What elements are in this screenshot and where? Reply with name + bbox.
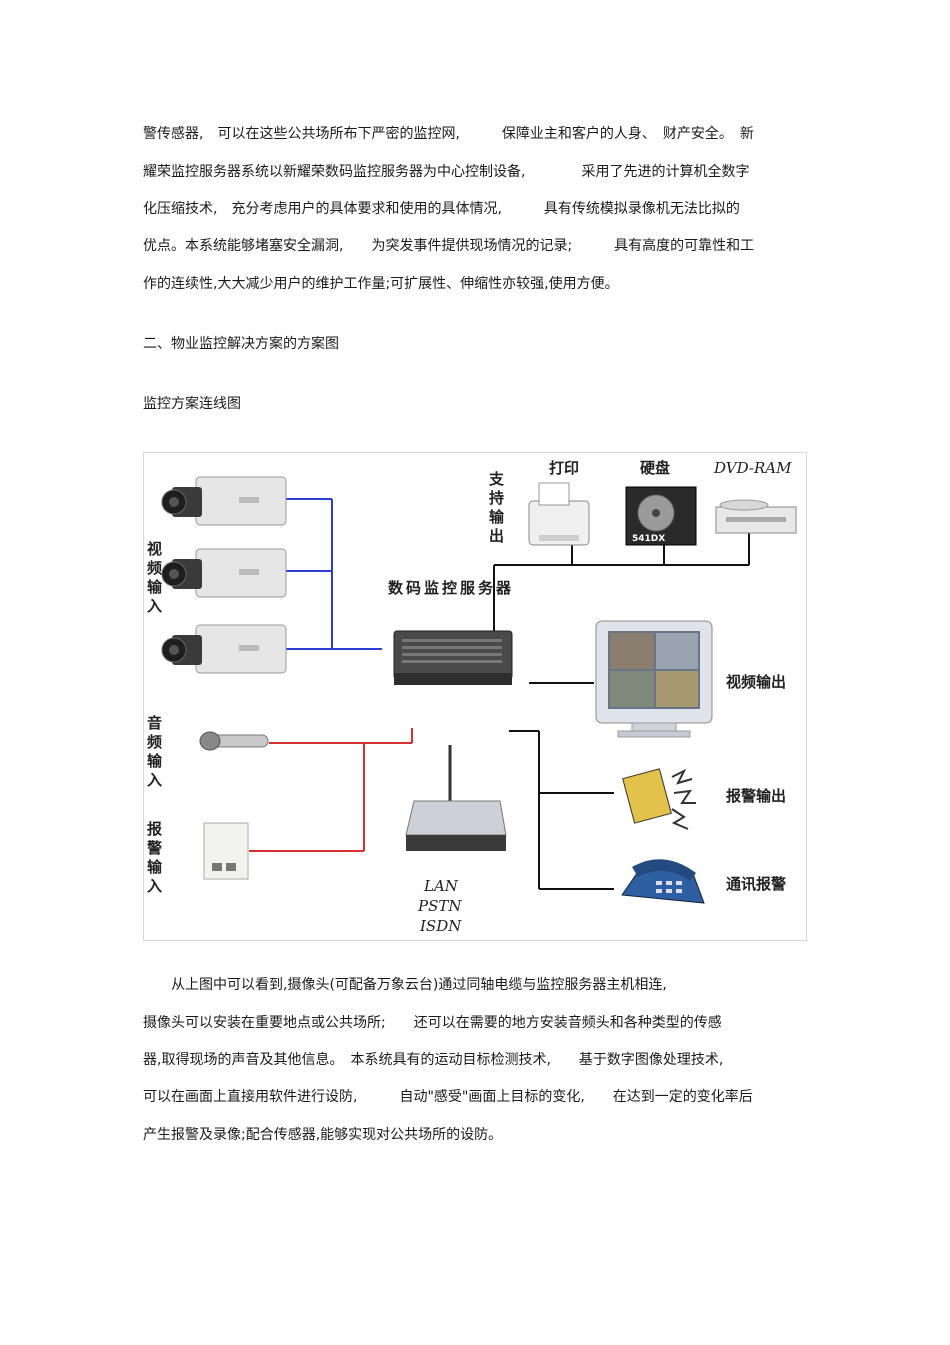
output-wiring (493, 533, 750, 890)
isdn-label: ISDN (419, 917, 462, 935)
alarm-output-icon (622, 768, 696, 830)
hdd-model-label: 541DX (632, 534, 665, 544)
camera-2-icon (161, 548, 287, 598)
lan-label: LAN (423, 877, 459, 895)
paragraph-2-line-4: 可以在画面上直接用软件进行设防, 自动"感受"画面上目标的变化, 在达到一定的变… (143, 1089, 753, 1105)
paragraph-1-line-3: 化压缩技术, 充分考虑用户的具体要求和使用的具体情况, 具有传统模拟录像机无法比… (143, 201, 740, 217)
paragraph-1-line-5: 作的连续性,大大减少用户的维护工作量;可扩展性、伸缩性亦较强,使用方便。 (143, 276, 619, 292)
audio-input-label: 音频输入 (145, 714, 163, 791)
paragraph-2-line-1: 从上图中可以看到,摄像头(可配备万象云台)通过同轴电缆与监控服务器主机相连, (143, 977, 667, 993)
monitoring-diagram: 541DX (143, 452, 807, 941)
comm-alarm-label: 通讯报警 (726, 875, 786, 893)
section-heading: 二、物业监控解决方案的方案图 (143, 336, 339, 352)
microphone-icon (199, 731, 269, 751)
hdd-label: 硬盘 (640, 459, 670, 477)
alarm-output-label: 报警输出 (726, 787, 786, 805)
server-label: 数码监控服务器 (388, 579, 514, 597)
digital-server-icon (393, 630, 513, 685)
printer-icon (528, 482, 590, 546)
print-label: 打印 (549, 459, 579, 477)
pstn-label: PSTN (417, 897, 462, 915)
video-output-label: 视频输出 (726, 673, 786, 691)
camera-3-icon (161, 624, 287, 674)
audio-alarm-wiring (249, 728, 413, 852)
paragraph-1-line-4: 优点。本系统能够堵塞安全漏洞, 为突发事件提供现场情况的记录; 具有高度的可靠性… (143, 238, 755, 254)
camera-1-icon (161, 476, 287, 526)
alarm-input-label: 报警输入 (145, 821, 163, 897)
dvd-ram-label: DVD-RAM (713, 459, 792, 477)
telephone-icon (621, 859, 705, 904)
support-output-label: 支持输出 (487, 470, 505, 547)
video-wiring (286, 498, 382, 650)
paragraph-2-line-3: 器,取得现场的声音及其他信息。 本系统具有的运动目标检测技术, 基于数字图像处理… (143, 1052, 724, 1068)
paragraph-1-line-2: 耀荣监控服务器系统以新耀荣数码监控服务器为中心控制设备, 采用了先进的计算机全数… (143, 164, 750, 180)
paragraph-1-line-1: 警传感器, 可以在这些公共场所布下严密的监控网, 保障业主和客户的人身、 财产安… (143, 126, 754, 142)
paragraph-2-line-2: 摄像头可以安装在重要地点或公共场所; 还可以在需要的地方安装音频头和各种类型的传… (143, 1015, 722, 1031)
dvd-ram-drive-icon (715, 499, 797, 534)
paragraph-2-line-5: 产生报警及录像;配合传感器,能够实现对公共场所的设防。 (143, 1127, 503, 1143)
video-input-label: 视频输入 (145, 540, 163, 617)
alarm-sensor-icon (203, 822, 249, 880)
network-router-icon (405, 745, 507, 851)
hard-disk-icon: 541DX (625, 486, 697, 546)
monitor-icon (595, 620, 713, 738)
figure-caption: 监控方案连线图 (143, 396, 241, 412)
